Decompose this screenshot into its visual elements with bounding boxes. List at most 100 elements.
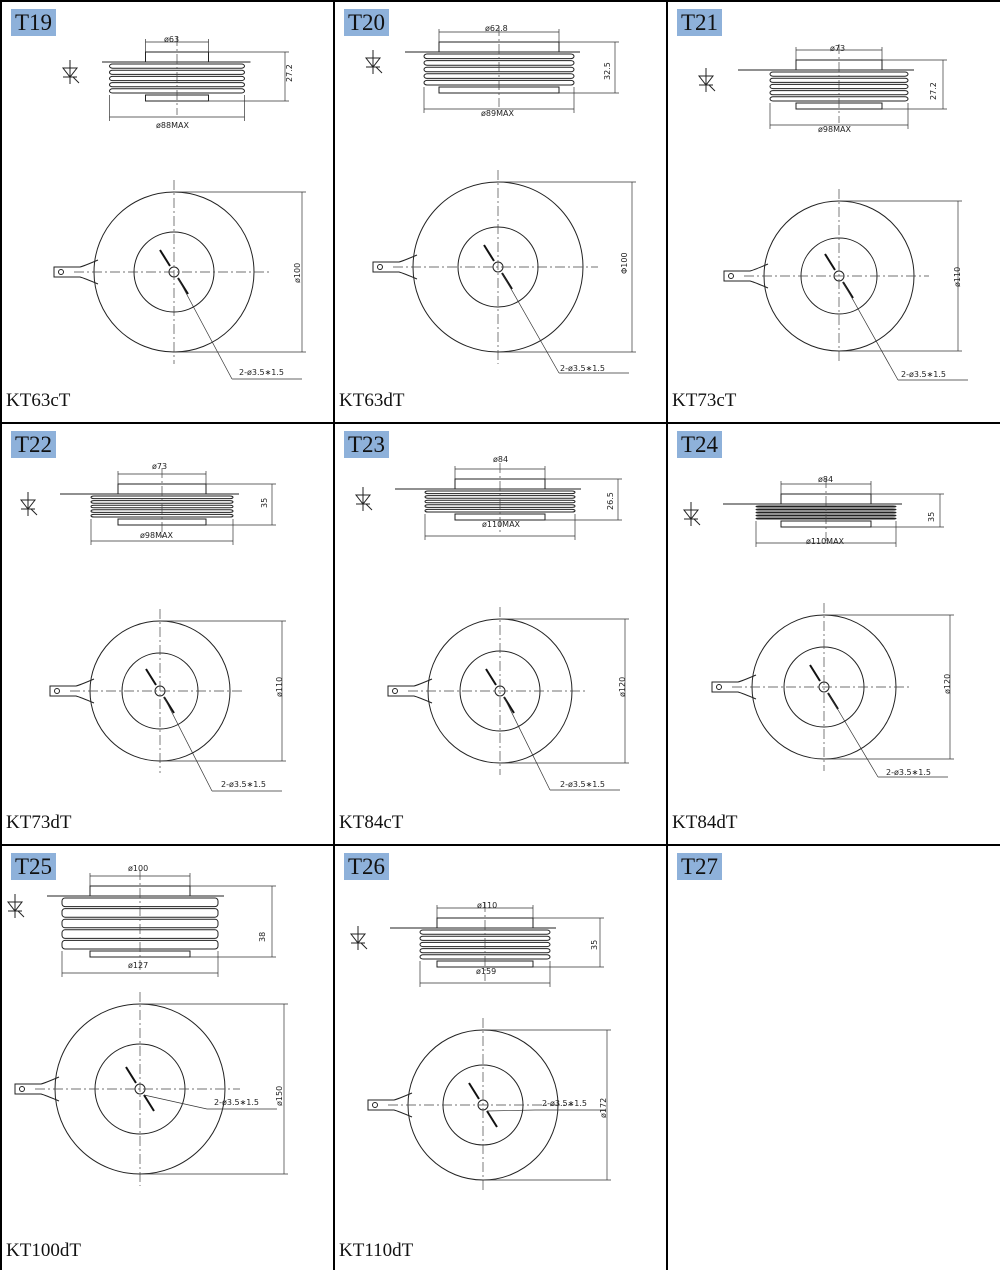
package-geometry <box>53 36 306 380</box>
model-name: KT84cT <box>339 812 404 833</box>
circle-diameter-dim: ø120 <box>618 677 627 697</box>
hole-callout: 2-ø3.5∗1.5 <box>886 768 931 777</box>
package-cell: ø84 ø110MAX 35 ø120 2-ø3.5∗1.5 T24 KT84d… <box>668 424 1000 844</box>
ceramic-fin <box>424 490 576 495</box>
bottom-diameter-dim: ø98MAX <box>818 125 851 134</box>
package-code: T22 <box>11 431 57 458</box>
hole-callout: 2-ø3.5∗1.5 <box>239 368 284 377</box>
top-diameter-dim: ø73 <box>152 462 167 471</box>
bottom-diameter-dim: ø159 <box>476 967 496 976</box>
package-geometry <box>697 44 968 381</box>
gate-hole <box>716 684 722 690</box>
ceramic-fin <box>755 505 897 508</box>
top-diameter-dim: ø100 <box>128 864 148 873</box>
top-diameter-dim: ø84 <box>493 455 508 464</box>
hole-arrow <box>824 253 836 271</box>
top-diameter-dim: ø84 <box>818 475 833 484</box>
gate-hole <box>19 1086 25 1092</box>
package-code: T24 <box>677 431 723 458</box>
package-cell: ø84 ø110MAX 26.5 ø120 2-ø3.5∗1.5 T23 KT8… <box>335 424 666 844</box>
hole-callout: 2-ø3.5∗1.5 <box>560 364 605 373</box>
circle-diameter-dim: ø150 <box>275 1086 284 1106</box>
bottom-diameter-dim: ø98MAX <box>140 531 173 540</box>
package-cell: ø73 ø98MAX 35 ø110 2-ø3.5∗1.5 T22 KT73dT <box>2 424 333 844</box>
thyristor-symbol <box>354 494 372 505</box>
package-geometry <box>6 870 288 1186</box>
gate-lead-tab <box>367 1092 413 1118</box>
height-dim: 35 <box>927 512 936 522</box>
gate-hole <box>728 273 734 279</box>
package-drawing: ø73 ø98MAX 35 ø110 2-ø3.5∗1.5 <box>19 462 286 792</box>
hole-arrow <box>143 1094 155 1112</box>
package-code: T25 <box>11 853 57 880</box>
package-drawing: ø110 ø159 35 ø172 2-ø3.5∗1.5 <box>349 901 611 1192</box>
callout-leader <box>501 272 560 374</box>
callout-leader <box>842 281 899 381</box>
bottom-diameter-dim: ø110MAX <box>482 520 521 529</box>
ceramic-fin <box>90 495 234 500</box>
height-dim: 35 <box>590 940 599 950</box>
package-drawing: ø84 ø110MAX 35 ø120 2-ø3.5∗1.5 <box>682 475 954 778</box>
thyristor-symbol <box>708 84 716 92</box>
thyristor-symbol <box>30 508 38 516</box>
package-drawing: ø84 ø110MAX 26.5 ø120 2-ø3.5∗1.5 <box>354 455 629 791</box>
hole-callout: 2-ø3.5∗1.5 <box>901 370 946 379</box>
package-cell: ø62.8 ø89MAX 32.5 Φ100 2-ø3.5∗1.5 T20 KT… <box>335 2 666 422</box>
hole-callout: 2-ø3.5∗1.5 <box>542 1099 587 1108</box>
gate-hole <box>372 1102 378 1108</box>
height-dim: 38 <box>258 932 267 942</box>
model-name: KT100dT <box>6 1240 81 1261</box>
callout-leader <box>177 277 233 380</box>
ceramic-fin <box>423 73 575 79</box>
gate-lead-tab <box>387 678 433 704</box>
model-name: KT63cT <box>6 390 71 411</box>
thyristor-symbol <box>364 57 382 68</box>
thyristor-symbol <box>61 67 79 78</box>
thyristor-symbol <box>682 509 700 520</box>
package-drawing: ø73 ø98MAX 27.2 ø110 2-ø3.5∗1.5 <box>697 44 968 381</box>
gate-lead-tab <box>723 263 769 289</box>
circle-diameter-dim: ø120 <box>943 674 952 694</box>
gate-lead-tab <box>53 259 99 285</box>
package-cell: T27 <box>668 846 1000 1272</box>
model-name: KT73cT <box>672 390 737 411</box>
bottom-diameter-dim: ø89MAX <box>481 109 514 118</box>
package-drawing: ø63 ø88MAX 27.2 ø100 2-ø3.5∗1.5 <box>53 35 306 380</box>
callout-leader <box>486 1109 536 1112</box>
thyristor-symbol <box>349 933 367 944</box>
top-diameter-dim: ø62.8 <box>485 24 508 33</box>
thyristor-symbol <box>365 503 373 511</box>
package-geometry <box>364 26 636 374</box>
package-cell: ø63 ø88MAX 27.2 ø100 2-ø3.5∗1.5 T19 KT63… <box>2 2 333 422</box>
package-cell: ø100 ø127 38 ø150 2-ø3.5∗1.5 T25 KT100dT <box>2 846 333 1272</box>
hole-arrow <box>145 668 157 686</box>
package-code: T23 <box>344 431 390 458</box>
hole-arrow <box>468 1082 480 1100</box>
callout-leader <box>503 696 551 791</box>
height-dim: 32.5 <box>603 62 612 80</box>
top-diameter-dim: ø110 <box>477 901 497 910</box>
bottom-diameter-dim: ø110MAX <box>806 537 845 546</box>
hole-arrow <box>485 668 497 686</box>
model-name: KT110dT <box>339 1240 414 1261</box>
circle-diameter-dim: ø100 <box>293 263 302 283</box>
package-geometry <box>349 902 611 1192</box>
hole-arrow <box>809 664 821 682</box>
thyristor-symbol <box>693 518 701 526</box>
hole-arrow <box>159 249 171 267</box>
gate-hole <box>392 688 398 694</box>
thyristor-symbol <box>375 66 383 74</box>
package-code: T19 <box>11 9 57 36</box>
gate-lead-tab <box>14 1076 60 1102</box>
package-code: T26 <box>344 853 390 880</box>
model-name: KT63dT <box>339 390 405 411</box>
top-diameter-dim: ø63 <box>164 35 179 44</box>
ceramic-fin <box>424 508 576 513</box>
thyristor-symbol <box>19 499 37 510</box>
bottom-diameter-dim: ø88MAX <box>156 121 189 130</box>
hole-callout: 2-ø3.5∗1.5 <box>214 1098 259 1107</box>
package-code: T27 <box>677 853 723 880</box>
callout-leader <box>143 1094 208 1110</box>
gate-lead-tab <box>711 674 757 700</box>
